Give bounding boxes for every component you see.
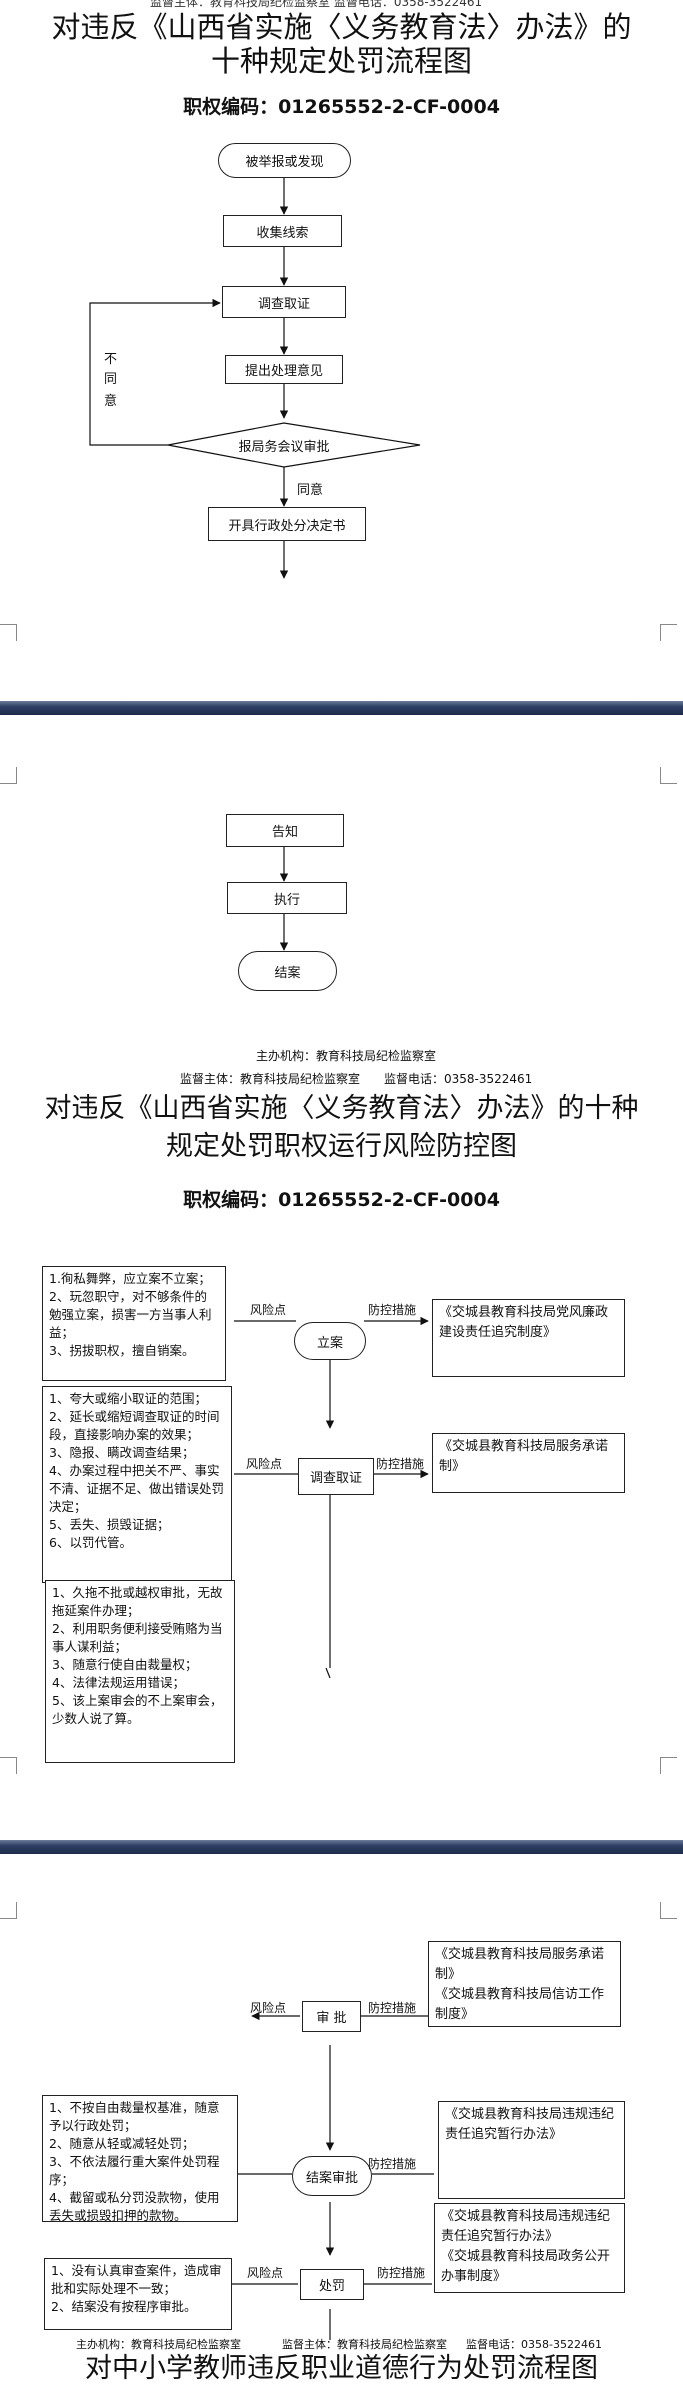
page-corner-mark	[0, 1902, 17, 1919]
risk-item: 3、拐拔职权，擅自销案。	[49, 1343, 195, 1358]
footer-supervisor: 监督主体：教育科技局纪检监察室	[282, 2338, 447, 2351]
control-measure-label: 防控措施	[377, 2266, 426, 2280]
risk-point-label: 风险点	[250, 1303, 287, 1317]
risk-item: 4、办案过程中把关不严、事实不清、证据不足、做出错误处罚决定；	[49, 1463, 225, 1514]
page-separator	[0, 1840, 683, 1854]
risk-list-investigate: 1、夸大或缩小取证的范围； 2、延长或缩短调查取证的时间段，直接影响办案的效果；…	[42, 1386, 232, 1583]
control-measure-label: 防控措施	[376, 1457, 425, 1471]
step-issue-decision: 开具行政处分决定书	[208, 507, 366, 541]
page-corner-mark	[0, 624, 17, 641]
label-no-2: 同	[104, 372, 118, 387]
risk-chart-title: 对违反《山西省实施〈义务教育法〉办法》的十种	[44, 1093, 639, 1124]
next-page-title: 对中小学教师违反职业道德行为处罚流程图	[85, 2353, 598, 2384]
risk-point-label: 风险点	[247, 2266, 284, 2280]
step-close-case: 结案	[238, 951, 337, 991]
risk-item: 2、玩忽职守，对不够条件的勉强立案，损害一方当事人利益；	[49, 1289, 212, 1340]
step-execute: 执行	[227, 882, 347, 914]
control-measure-label: 防控措施	[368, 1303, 417, 1317]
control-measure-label: 防控措施	[368, 2157, 417, 2171]
risk-item: 2、延长或缩短调查取证的时间段，直接影响办案的效果；	[49, 1409, 220, 1442]
top-fragment: 监督主体：教育科技局纪检监察室 监督电话：0358-3522461	[150, 0, 483, 9]
footer-org: 主办机构：教育科技局纪检监察室	[76, 2338, 241, 2351]
risk-item: 1、不按自由裁量权基准，随意予以行政处罚；	[49, 2100, 220, 2133]
footer-phone: 监督电话：0358-3522461	[384, 1072, 533, 1086]
page-corner-mark	[660, 1902, 677, 1919]
risk-list-register: 1.徇私舞弊，应立案不立案； 2、玩忽职守，对不够条件的勉强立案，损害一方当事人…	[42, 1266, 226, 1381]
control-item: 《交城县教育科技局政务公开办事制度》	[441, 2249, 611, 2284]
risk-item: 3、不依法履行重大案件处罚程序；	[49, 2154, 220, 2187]
risk-item: 5、丢失、损毁证据；	[49, 1517, 170, 1532]
footer-supervisor: 监督主体：教育科技局纪检监察室	[180, 1072, 361, 1086]
step-close-review: 结案审批	[292, 2156, 372, 2196]
authority-code: 职权编码：01265552-2-CF-0004	[183, 96, 500, 118]
risk-point-label: 风险点	[250, 2001, 287, 2015]
step-investigate: 调查取证	[222, 286, 346, 318]
risk-item: 1、久拖不批或越权审批，无故拖延案件办理；	[52, 1585, 223, 1618]
step-investigate-evidence: 调查取证	[298, 1458, 374, 1495]
page-title: 对违反《山西省实施〈义务教育法〉办法》的	[51, 10, 632, 44]
control-item: 《交城县教育科技局服务承诺制》	[435, 1947, 605, 1982]
risk-list-approval: 1、久拖不批或越权审批，无故拖延案件办理； 2、利用职务便利接受贿赂为当事人谋利…	[45, 1580, 235, 1763]
control-measure-label: 防控措施	[368, 2001, 417, 2015]
label-no-3: 意	[104, 394, 118, 409]
control-box-review: 《交城县教育科技局服务承诺制》 《交城县教育科技局信访工作制度》	[428, 1941, 621, 2027]
page-separator	[0, 701, 683, 715]
risk-chart-code: 职权编码：01265552-2-CF-0004	[183, 1189, 500, 1211]
footer-phone: 监督电话：0358-3522461	[466, 2338, 602, 2351]
label-no-1: 不	[104, 352, 118, 367]
label-agree: 同意	[297, 483, 324, 498]
page-corner-mark	[0, 767, 17, 784]
risk-item: 2、随意从轻或减轻处罚；	[49, 2136, 195, 2151]
control-item: 《交城县教育科技局信访工作制度》	[435, 1987, 605, 2022]
control-box-investigate: 《交城县教育科技局服务承诺制》	[432, 1433, 625, 1493]
page-corner-mark	[660, 767, 677, 784]
page-corner-mark	[660, 624, 677, 641]
step-review: 审 批	[302, 2001, 361, 2032]
risk-item: 2、结案没有按程序审批。	[51, 2299, 197, 2314]
risk-list-punish: 1、没有认真审查案件，造成审批和实际处理不一致； 2、结案没有按程序审批。	[44, 2258, 232, 2330]
risk-item: 1、没有认真审查案件，造成审批和实际处理不一致；	[51, 2263, 222, 2296]
risk-item: 4、法律法规运用错误；	[52, 1675, 185, 1690]
page-corner-mark	[0, 1757, 17, 1774]
risk-item: 1.徇私舞弊，应立案不立案；	[49, 1271, 211, 1286]
step-register-case: 立案	[294, 1322, 366, 1360]
step-propose: 提出处理意见	[225, 355, 343, 384]
risk-item: 2、利用职务便利接受贿赂为当事人谋利益；	[52, 1621, 223, 1654]
page-title-line2: 十种规定处罚流程图	[210, 44, 472, 78]
risk-item: 6、以罚代管。	[49, 1535, 132, 1550]
footer-org: 主办机构：教育科技局纪检监察室	[256, 1049, 437, 1063]
risk-item: 3、隐报、瞒改调查结果；	[49, 1445, 195, 1460]
risk-chart-title-line2: 规定处罚职权运行风险防控图	[166, 1131, 517, 1162]
risk-point-label: 风险点	[246, 1457, 283, 1471]
risk-item: 5、该上案审会的不上案审会，少数人说了算。	[52, 1693, 223, 1726]
step-report: 被举报或发现	[218, 143, 351, 178]
control-box-punish: 《交城县教育科技局违规违纪责任追究暂行办法》 《交城县教育科技局政务公开办事制度…	[434, 2203, 625, 2293]
risk-list-close-review: 1、不按自由裁量权基准，随意予以行政处罚； 2、随意从轻或减轻处罚； 3、不依法…	[42, 2095, 238, 2223]
step-collect-clues: 收集线索	[223, 215, 342, 247]
control-box-register: 《交城县教育科技局党风廉政建设责任追究制度》	[432, 1299, 625, 1377]
control-item: 《交城县教育科技局违规违纪责任追究暂行办法》	[441, 2209, 611, 2244]
step-notify: 告知	[226, 814, 344, 847]
risk-item: 1、夸大或缩小取证的范围；	[49, 1391, 207, 1406]
step-punish: 处罚	[300, 2269, 364, 2300]
risk-item: 4、截留或私分罚没款物，使用丢失或损毁扣押的款物。	[49, 2190, 220, 2223]
risk-item: 3、随意行使自由裁量权；	[52, 1657, 198, 1672]
page-corner-mark	[660, 1757, 677, 1774]
step-approve-decision: 报局务会议审批	[238, 439, 330, 455]
control-box-close-review: 《交城县教育科技局违规违纪责任追究暂行办法》	[438, 2101, 625, 2199]
